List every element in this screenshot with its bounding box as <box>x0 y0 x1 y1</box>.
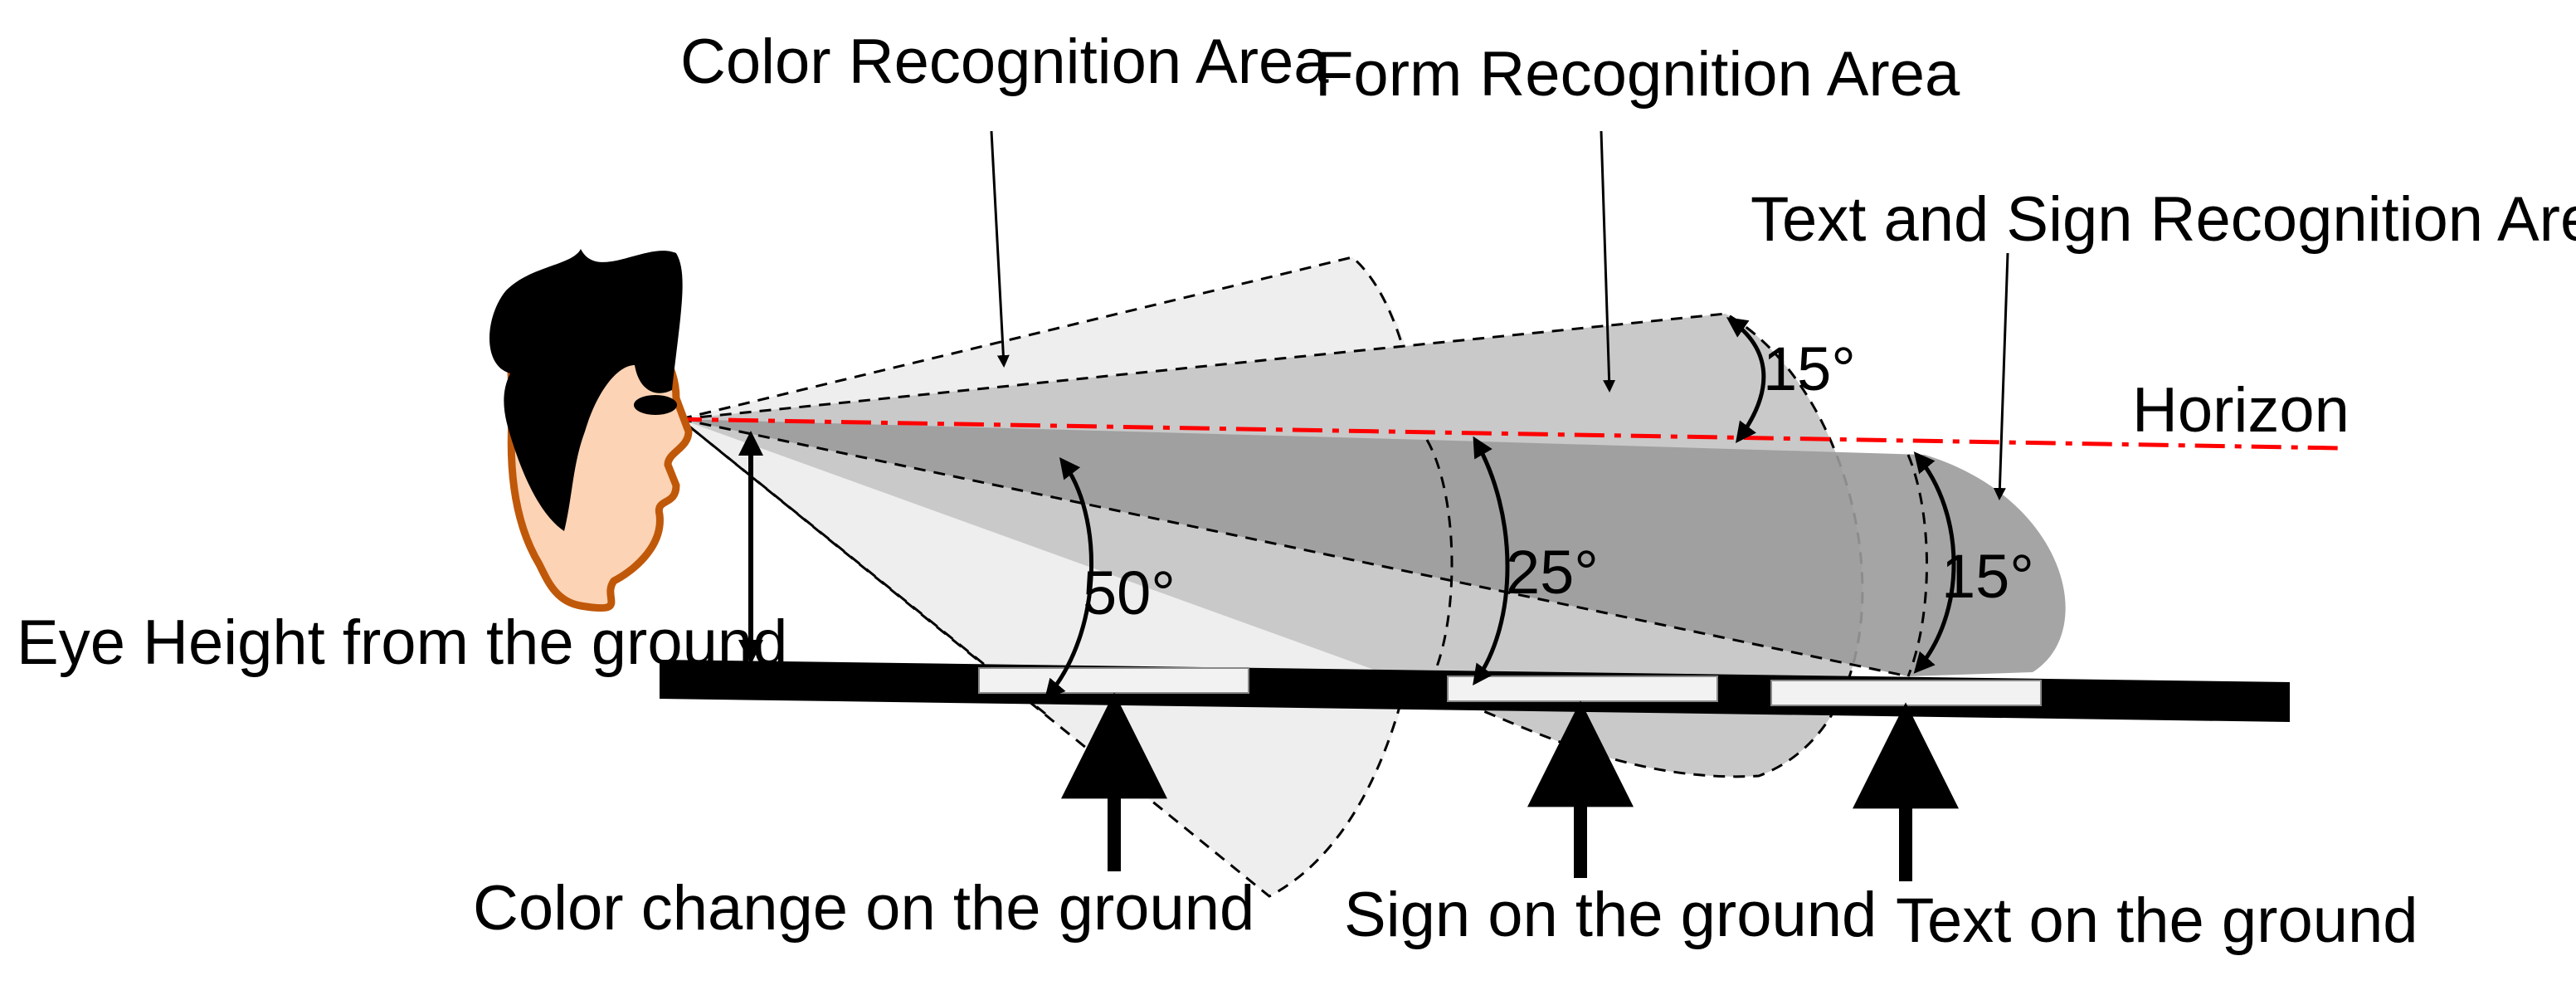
angle-arc-50 <box>1044 457 1093 700</box>
angle-arc-25 <box>1473 436 1510 686</box>
color-change-marking <box>978 667 1249 694</box>
text-sign-area-label: Text and Sign Recognition Area <box>1751 184 2576 255</box>
angle-label-25: 25° <box>1506 538 1599 607</box>
angle-arc-15-upper <box>1726 317 1766 444</box>
angle-label-15-upper: 15° <box>1763 334 1856 403</box>
sign-marking <box>1447 676 1718 702</box>
sign-ground-label: Sign on the ground <box>1344 880 1877 950</box>
horizon-line <box>671 417 2340 451</box>
text-sign-area-leader <box>1993 252 2009 500</box>
horizon-label: Horizon <box>2132 375 2350 446</box>
eye-height-label: Eye Height from the ground <box>17 607 787 678</box>
text-marking <box>1770 680 2042 706</box>
color-area-leader <box>990 130 1010 368</box>
angle-arc-15-lower <box>1913 451 1956 674</box>
color-change-label: Color change on the ground <box>473 873 1254 944</box>
angle-label-50: 50° <box>1083 558 1176 627</box>
form-area-label: Form Recognition Area <box>1315 39 1960 110</box>
head-illustration <box>489 249 693 612</box>
form-area-leader <box>1600 130 1616 393</box>
text-ground-label: Text on the ground <box>1896 885 2418 956</box>
angle-label-15-lower: 15° <box>1941 542 2034 611</box>
color-area-label: Color Recognition Area <box>680 27 1329 97</box>
